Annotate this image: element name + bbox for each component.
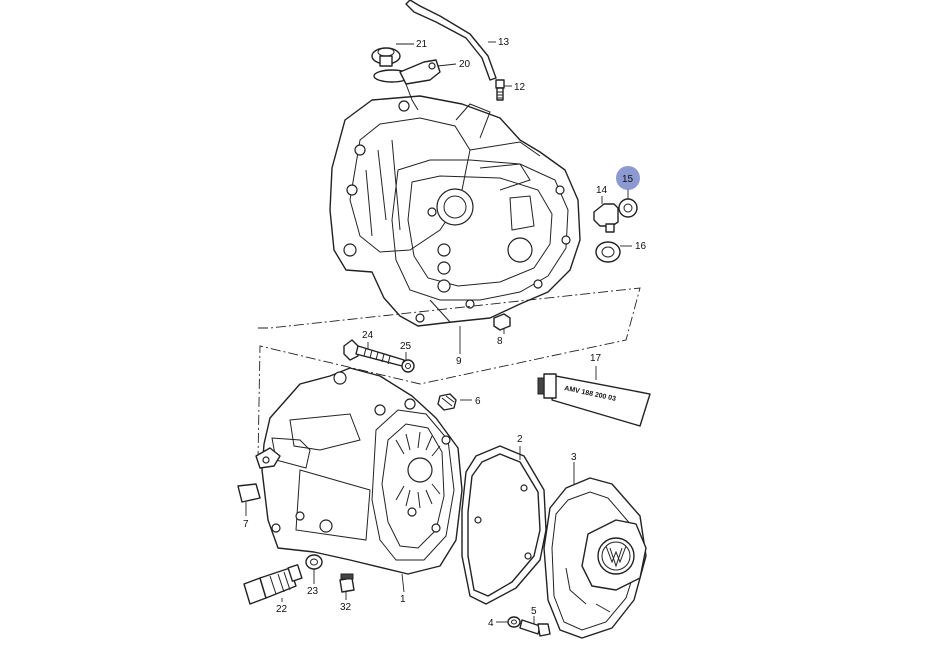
callout-7: 7	[243, 519, 249, 530]
callout-15: 15	[622, 174, 634, 185]
callout-labels: 1 2 3 4 5 6 7 8 9 12 13 14 15 16 17 20 2…	[243, 37, 647, 629]
part-6-spring	[437, 393, 457, 411]
callout-3: 3	[571, 452, 577, 463]
assembly-boundary	[257, 287, 641, 461]
callout-4: 4	[488, 618, 494, 629]
callout-16: 16	[635, 241, 647, 252]
part-5-bolt	[519, 619, 551, 637]
callout-17: 17	[590, 353, 602, 364]
part-12-fitting	[495, 79, 505, 101]
callout-6: 6	[475, 396, 481, 407]
part-24-bolt	[343, 339, 405, 367]
leader-lines	[245, 41, 632, 624]
callout-25: 25	[400, 341, 412, 352]
vw-logo-icon	[605, 545, 627, 568]
callout-32: 32	[340, 602, 352, 613]
part-23-washer	[305, 554, 323, 570]
part-7-rubber-block	[237, 483, 261, 503]
callout-12: 12	[514, 82, 526, 93]
part-14-flange-shaft	[593, 203, 619, 233]
callout-22: 22	[276, 604, 288, 615]
part-32-plug	[339, 573, 355, 593]
callout-13: 13	[498, 37, 510, 48]
callout-23: 23	[307, 586, 319, 597]
callout-20: 20	[459, 59, 471, 70]
callout-9: 9	[456, 356, 462, 367]
callout-14: 14	[596, 185, 608, 196]
part-25-washer	[401, 359, 415, 373]
part-20-bracket	[399, 59, 441, 111]
part-3-housing-cover	[543, 477, 647, 639]
part-2-gasket	[461, 445, 547, 605]
part-17-sealant-tube: AMV 188 200 03	[537, 373, 651, 427]
callout-15-highlight	[616, 166, 640, 190]
part-1-gearbox-housing-lower	[255, 367, 463, 575]
callout-5: 5	[531, 606, 537, 617]
callout-8: 8	[497, 336, 503, 347]
callout-21: 21	[416, 39, 428, 50]
part-16-oil-seal	[595, 241, 621, 263]
part-15-seal-ring	[618, 198, 638, 218]
part-13-hose	[405, 0, 497, 81]
callout-2: 2	[517, 434, 523, 445]
part-22-sensor-switch	[243, 564, 303, 605]
gearbox-housing-upper	[329, 95, 581, 327]
callout-24: 24	[362, 330, 374, 341]
part-8-plug	[493, 313, 511, 331]
callout-1: 1	[400, 594, 406, 605]
part-21-breather-cap	[371, 47, 411, 83]
part-4-washer	[507, 616, 521, 628]
